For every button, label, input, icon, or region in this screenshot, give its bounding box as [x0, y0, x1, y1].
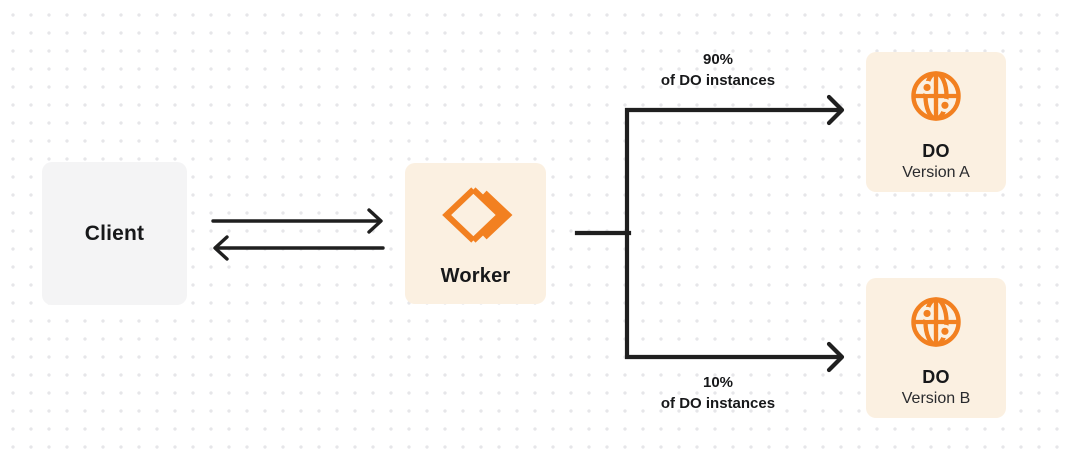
globe-dot: [923, 309, 931, 318]
client-worker-arrows: [211, 208, 385, 261]
globe-dot: [923, 83, 931, 92]
workers-logo-icon: [441, 187, 512, 243]
arrow-left-head: [213, 235, 229, 261]
split-bottom-label: 10% of DO instances: [618, 372, 818, 414]
do-b-title: DO: [922, 367, 950, 387]
arrow-head-bottom: [826, 341, 845, 373]
split-bottom-percent: 10%: [702, 374, 734, 391]
worker-node: Worker: [405, 163, 546, 304]
arrow-head-top: [826, 94, 845, 126]
do-b-subtitle: Version B: [901, 390, 971, 407]
do-a-subtitle: Version A: [902, 164, 970, 181]
globe-icon: [911, 71, 961, 121]
split-top-caption: of DO instances: [660, 72, 776, 89]
globe-dot: [941, 101, 949, 109]
globe-dot: [941, 327, 949, 335]
split-bottom-caption: of DO instances: [660, 395, 776, 412]
do-version-b-node: DO Version B: [866, 278, 1006, 418]
worker-label: Worker: [440, 265, 511, 287]
split-top-percent: 90%: [702, 51, 734, 68]
client-node: Client: [42, 162, 187, 305]
split-top-label: 90% of DO instances: [618, 49, 818, 91]
do-a-title: DO: [922, 141, 950, 161]
split-connector: [574, 94, 845, 373]
arrow-right-head: [367, 208, 383, 234]
do-version-a-node: DO Version A: [866, 52, 1006, 192]
globe-icon: [911, 297, 961, 347]
client-label: Client: [84, 221, 145, 245]
split-branches: [624, 107, 842, 360]
